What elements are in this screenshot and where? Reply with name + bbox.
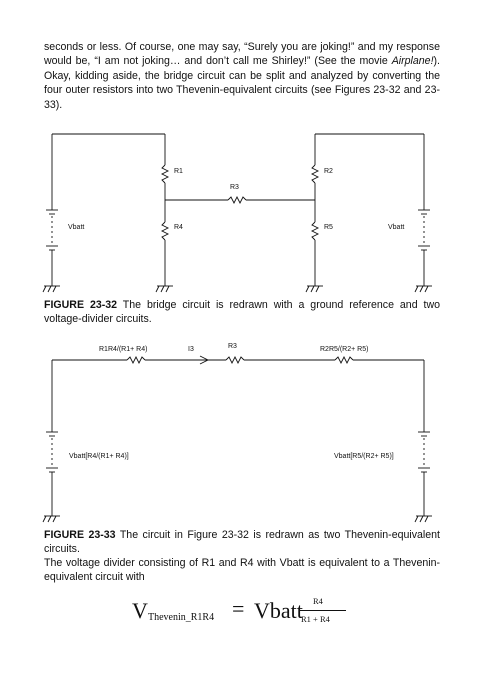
movie-title: Airplane!	[391, 55, 434, 68]
label-r2: R2	[324, 168, 333, 175]
formula-numerator: R4	[313, 596, 323, 606]
formula-equals: =	[232, 596, 245, 621]
label-left-series-resistor: R1R4/(R1+ R4)	[99, 346, 147, 353]
intro-paragraph: seconds or less. Of course, one may say,…	[44, 40, 440, 112]
figure-23-33-caption: FIGURE 23-33 The circuit in Figure 23-32…	[44, 528, 440, 556]
label-vbatt-right: Vbatt	[388, 224, 404, 231]
label-r1: R1	[174, 168, 183, 175]
label-vbatt-left: Vbatt	[68, 224, 84, 231]
figure-23-32-caption: FIGURE 23-32 The bridge circuit is redra…	[44, 298, 440, 326]
ground-symbol	[155, 285, 173, 293]
intro-text-part1: seconds or less. Of course, one may say,…	[44, 41, 440, 68]
label-left-thevenin-source: Vbatt[R4/(R1+ R4)]	[69, 453, 129, 460]
label-r4: R4	[174, 224, 183, 231]
thevenin-formula: V Thevenin_R1R4 = Vbatt R4 R1 + R4	[0, 590, 480, 640]
formula-rhs-vbatt: Vbatt	[254, 598, 303, 623]
label-r5: R5	[324, 224, 333, 231]
label-current-i3: I3	[188, 346, 194, 353]
formula-lhs-v: V	[132, 598, 148, 623]
formula-lhs-subscript: Thevenin_R1R4	[148, 612, 215, 623]
voltage-divider-paragraph: The voltage divider consisting of R1 and…	[44, 557, 440, 584]
ground-symbol	[42, 515, 60, 523]
figure-23-33-label: FIGURE 23-33	[44, 529, 116, 541]
formula-denominator: R1 + R4	[301, 614, 330, 624]
fraction-bar	[300, 610, 346, 611]
label-r3: R3	[230, 184, 239, 191]
figure-23-33-caption-text: The circuit in Figure 23-32 is redrawn a…	[44, 529, 441, 555]
label-r3-fig33: R3	[228, 343, 237, 350]
ground-symbol	[414, 515, 432, 523]
figure-23-32-diagram: R1 R2 R3 R4 R5 Vbatt Vbatt	[42, 133, 432, 293]
figure-23-32-caption-text: The bridge circuit is redrawn with a gro…	[44, 299, 440, 325]
label-right-thevenin-source: Vbatt[R5/(R2+ R5)]	[334, 453, 394, 460]
ground-symbol	[414, 285, 432, 293]
label-right-series-resistor: R2R5/(R2+ R5)	[320, 346, 368, 353]
figure-23-33-diagram: R1R4/(R1+ R4) I3 R3 R2R5/(R2+ R5) Vbatt[…	[42, 343, 432, 523]
intro-text-part2: ). Okay, kidding aside, the bridge circu…	[44, 55, 440, 111]
ground-symbol	[42, 285, 60, 293]
ground-symbol	[305, 285, 323, 293]
figure-23-32-label: FIGURE 23-32	[44, 299, 118, 311]
